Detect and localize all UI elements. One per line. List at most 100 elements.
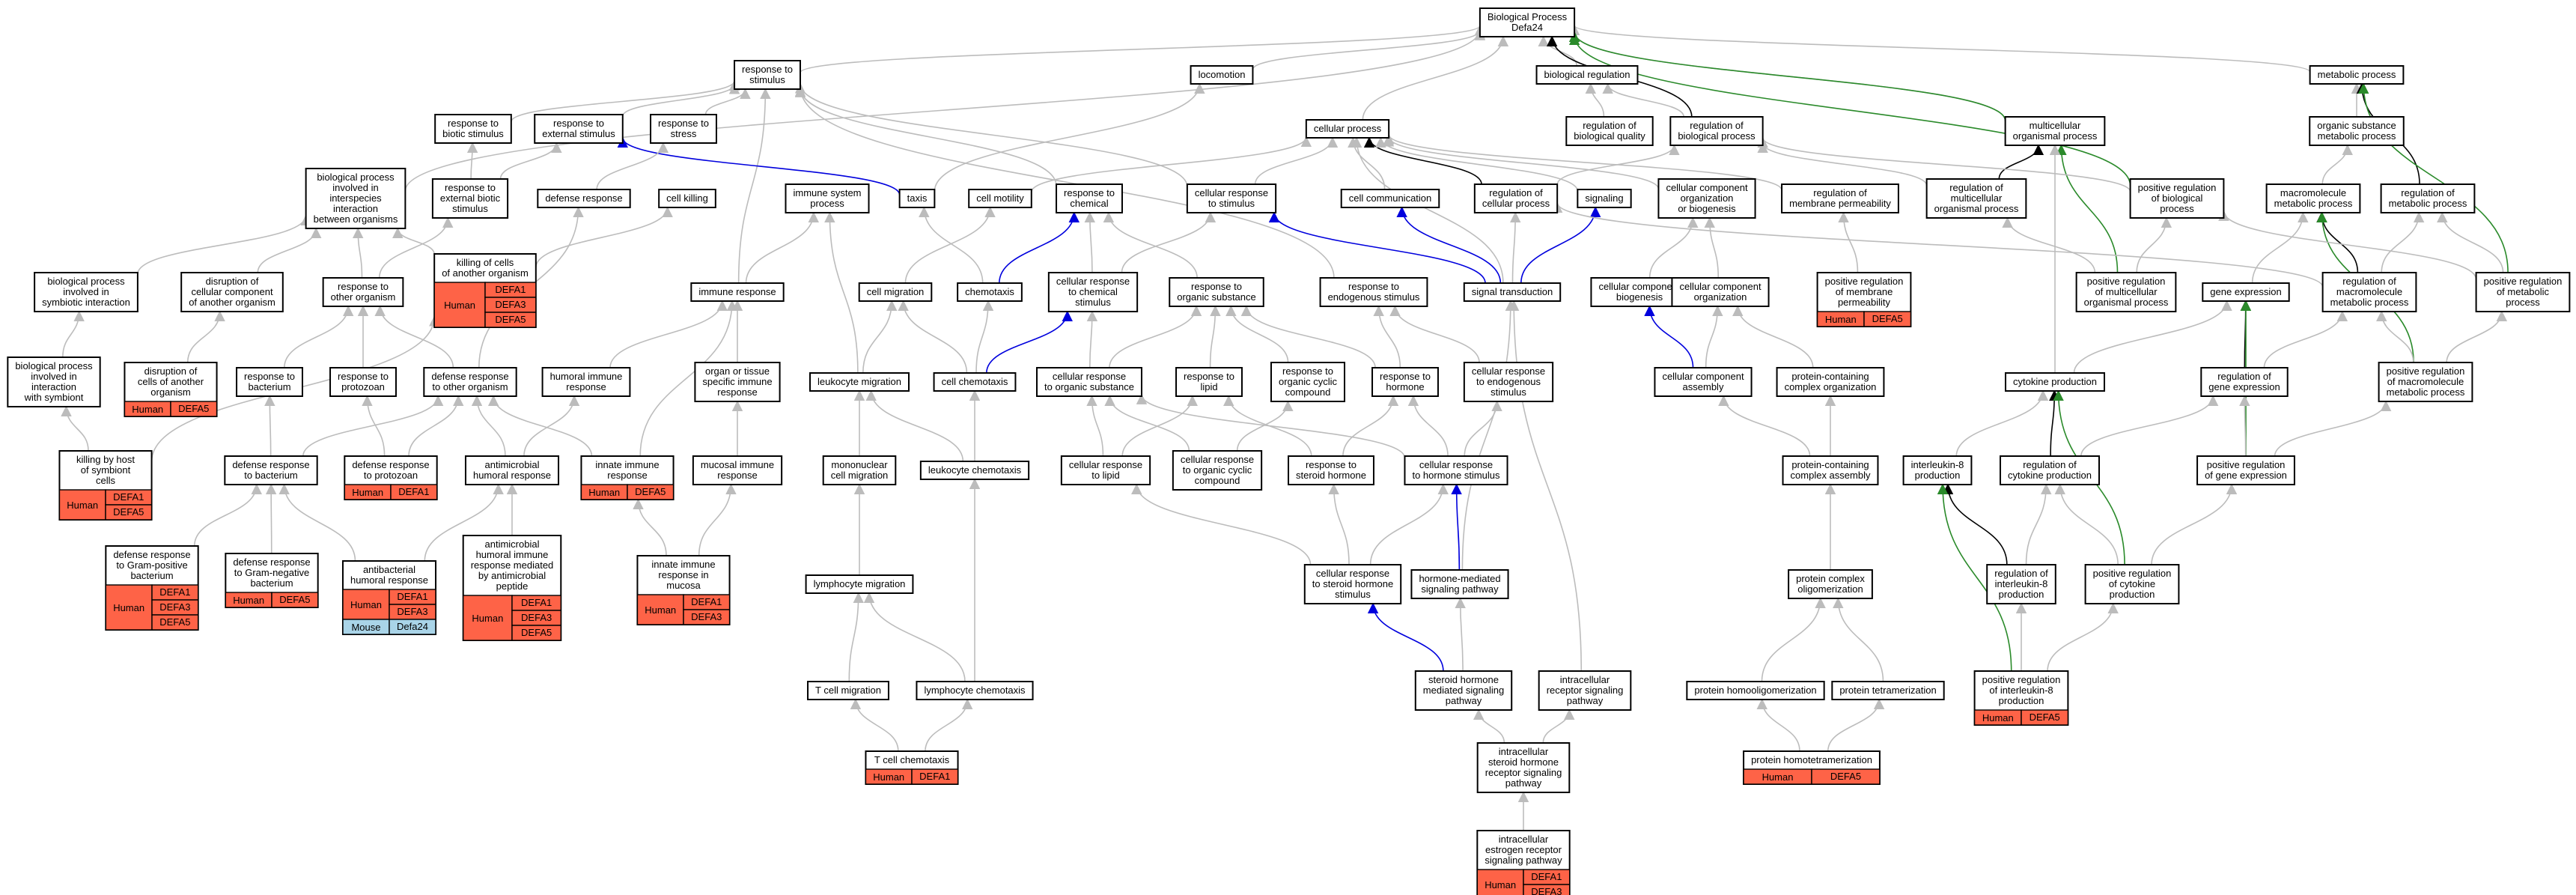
gene-label: DEFA5 bbox=[113, 506, 144, 518]
edge-is-a bbox=[2239, 395, 2250, 457]
node-box bbox=[423, 367, 517, 397]
node-label: complex assembly bbox=[1791, 470, 1871, 481]
node-label: defense response bbox=[233, 556, 310, 568]
edge-is-a bbox=[737, 88, 771, 284]
organism-cell bbox=[1476, 869, 1524, 895]
node-box bbox=[1305, 119, 1390, 139]
node-label: mucosal immune bbox=[701, 459, 774, 470]
node-label: cellular response bbox=[1181, 454, 1254, 465]
node-box bbox=[650, 114, 717, 144]
edge-is-a bbox=[1585, 82, 1605, 118]
node-label: signaling bbox=[1585, 192, 1623, 204]
edge-is-a bbox=[523, 395, 580, 457]
node-label: production bbox=[1999, 589, 2044, 600]
node-label: antimicrobial bbox=[485, 459, 540, 470]
node-box bbox=[434, 114, 512, 144]
node-box bbox=[1473, 183, 1559, 213]
edge-is-a bbox=[1732, 305, 1814, 368]
node-label: biological process bbox=[317, 172, 395, 183]
organism-label: Human bbox=[350, 599, 382, 610]
node-label: bacterium bbox=[130, 570, 173, 581]
node-label: response bbox=[717, 386, 757, 398]
node-box bbox=[34, 272, 138, 312]
edge-part-of bbox=[1644, 305, 1694, 368]
edges-layer bbox=[61, 24, 2509, 831]
node-label: steroid hormone bbox=[1296, 470, 1366, 481]
node-box bbox=[180, 272, 284, 312]
edge-is-a bbox=[1756, 698, 1800, 752]
node-label: signaling pathway bbox=[1421, 583, 1499, 595]
edge-is-a bbox=[278, 483, 356, 562]
node-label: humoral immune bbox=[550, 371, 623, 382]
node-label: killing of cells bbox=[457, 257, 514, 268]
node-label: positive regulation bbox=[2484, 276, 2563, 287]
node-label: T cell migration bbox=[815, 685, 881, 696]
go-term-node: protein tetramerization bbox=[1831, 681, 1945, 700]
edge-is-a bbox=[378, 216, 454, 279]
node-label: intracellular bbox=[1499, 834, 1549, 845]
node-label: interleukin-8 bbox=[1911, 459, 1964, 470]
node-label: humoral immune bbox=[476, 549, 549, 560]
node-label: regulation of bbox=[2217, 371, 2271, 382]
node-label: cells bbox=[96, 475, 116, 486]
edge-is-a bbox=[2381, 211, 2425, 273]
go-term-node: T cell migration bbox=[807, 681, 889, 700]
node-label: metabolic process bbox=[2389, 198, 2467, 209]
node-box bbox=[2075, 272, 2177, 312]
node-label: steroid hormone bbox=[1488, 756, 1559, 768]
edge-is-a bbox=[1833, 597, 1884, 682]
go-term-node: defense response bbox=[537, 189, 631, 208]
node-box bbox=[957, 282, 1023, 302]
go-term-node: cytokine production bbox=[2004, 372, 2106, 392]
node-label: defense response bbox=[232, 459, 309, 470]
node-label: interaction bbox=[31, 381, 76, 392]
edge-is-a bbox=[1328, 483, 1350, 565]
edge-is-a bbox=[1086, 395, 1104, 457]
node-label: organismal process bbox=[1934, 203, 2019, 214]
node-box bbox=[898, 189, 936, 208]
node-box bbox=[734, 60, 801, 90]
node-box bbox=[224, 455, 318, 485]
node-label: defense response bbox=[352, 459, 429, 470]
node-box bbox=[690, 282, 785, 302]
gene-label: DEFA5 bbox=[159, 616, 190, 628]
node-label: cellular component bbox=[191, 286, 273, 297]
node-label: stimulus bbox=[749, 74, 785, 85]
edge-regulates bbox=[1363, 136, 1482, 185]
node-box bbox=[807, 681, 889, 700]
node-label: to hormone stimulus bbox=[1412, 470, 1500, 481]
edge-is-a bbox=[2002, 216, 2096, 273]
node-box bbox=[7, 357, 101, 407]
node-label: steroid hormone bbox=[1428, 674, 1499, 685]
node-label: innate immune bbox=[651, 559, 715, 570]
edge-part-of bbox=[1396, 206, 1502, 284]
node-label: to Gram-positive bbox=[116, 559, 187, 571]
edge-is-a bbox=[2218, 210, 2477, 280]
node-box bbox=[694, 362, 781, 402]
node-label: lymphocyte migration bbox=[814, 578, 906, 589]
node-label: to stimulus bbox=[1208, 198, 1255, 209]
edge-is-a bbox=[137, 214, 311, 275]
node-label: to lipid bbox=[1091, 470, 1120, 481]
node-label: cellular response bbox=[1419, 459, 1493, 470]
edge-positively-regulates bbox=[2358, 82, 2509, 273]
node-box bbox=[1036, 367, 1142, 397]
node-box bbox=[858, 282, 933, 302]
node-label: response to bbox=[1282, 365, 1333, 377]
edge-positively-regulates bbox=[2056, 144, 2119, 273]
node-label: biotic stimulus bbox=[442, 128, 504, 139]
node-label: between organisms bbox=[314, 213, 398, 225]
